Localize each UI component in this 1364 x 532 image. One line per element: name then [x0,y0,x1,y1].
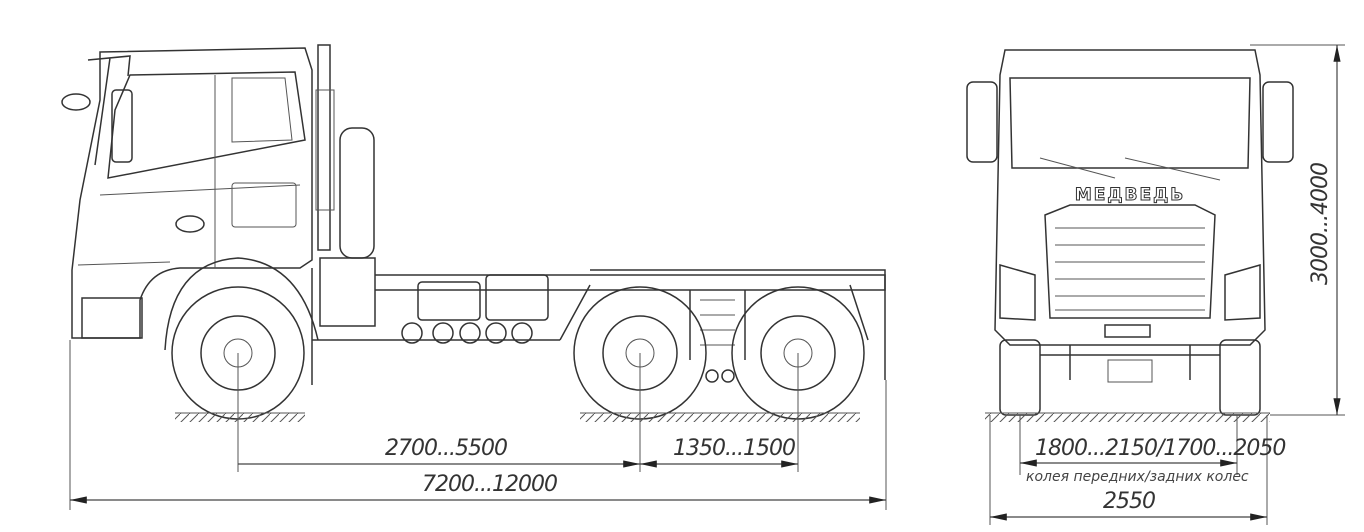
side-view: 2700...5500 1350...1500 7200...12000 [61,44,887,510]
exhaust-and-tank [315,44,376,327]
width-dimension: 2550 [1103,489,1155,514]
cab-front: МЕДВЕДЬ [966,49,1294,346]
chassis [311,268,886,385]
track-caption: колея передних/задних колес [1026,469,1249,485]
cab [61,47,313,339]
wheelbase-dimension: 2700...5500 [385,436,507,461]
ground-hatching [175,412,860,422]
rear-axle-spacing-dimension: 1350...1500 [673,436,795,461]
front-wheels [999,339,1261,416]
side-dimensions: 2700...5500 1350...1500 7200...12000 [69,340,887,510]
front-dimensions: 1800...2150/1700...2050 колея передних/з… [989,44,1345,525]
track-dimension: 1800...2150/1700...2050 [1035,436,1285,461]
overall-length-dimension: 7200...12000 [422,472,557,497]
front-view: МЕДВЕДЬ 1800...2150/1700...2050 [966,44,1345,525]
battery-cylinders [401,322,533,344]
ground-hatching-front [985,412,1270,422]
brand-logo: МЕДВЕДЬ [1075,185,1185,205]
height-dimension: 3000...4000 [1308,163,1333,285]
